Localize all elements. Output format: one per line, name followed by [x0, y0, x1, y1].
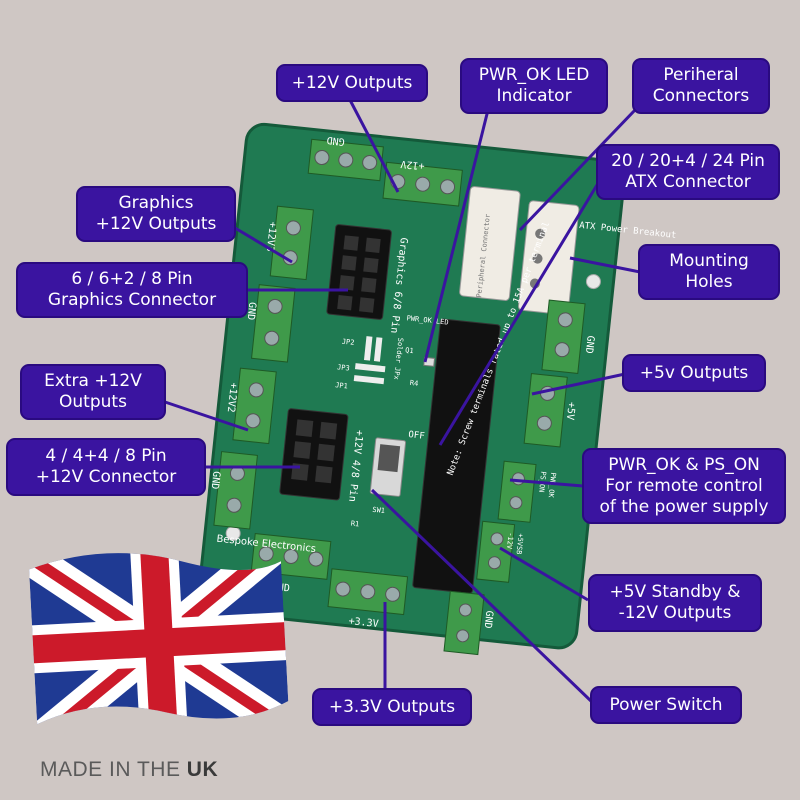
label-power-switch: Power Switch	[590, 686, 742, 724]
terminal-gnd-bottom-right	[443, 590, 485, 656]
silk-5v: +5V	[564, 401, 577, 420]
label-12v-outputs-text: +12V Outputs	[291, 72, 413, 93]
leader-lines	[164, 99, 641, 704]
peripheral-connectors	[459, 186, 580, 316]
leader-pwrok-pson	[509, 478, 584, 488]
atx-24pin-connector	[412, 318, 501, 594]
label-pwrok-pson: PWR_OK & PS_ON For remote control of the…	[582, 448, 786, 524]
silk-gnd-right: GND	[583, 335, 596, 354]
terminal-gnd-left	[251, 284, 296, 363]
label-5v-outputs: +5v Outputs	[622, 354, 766, 392]
leader-extra12	[164, 400, 249, 432]
silk-12v3: +12V3	[264, 221, 278, 252]
silk-sw1: SW1	[372, 506, 385, 515]
power-switch	[369, 437, 407, 497]
label-33v-outputs-text: +3.3V Outputs	[328, 696, 456, 717]
terminal-gnd-left-lower	[213, 451, 258, 530]
leader-mounting	[569, 256, 641, 274]
terminal-graphics-12v	[269, 205, 314, 281]
silk-gnd-top: GND	[326, 134, 345, 147]
label-extra12-line1: Extra +12V	[44, 371, 142, 391]
terminal-12v-top	[382, 161, 463, 207]
label-pwrok-pson-line2: For remote control	[605, 475, 763, 496]
solder-jumpers	[353, 336, 386, 385]
label-5v-outputs-text: +5v Outputs	[639, 362, 749, 383]
leader-power-switch	[370, 488, 594, 704]
label-peripheral-line2: Connectors	[652, 86, 750, 106]
made-in-prefix: MADE IN THE	[40, 758, 187, 781]
label-pwr-ok-led-line1: PWR_OK LED	[478, 65, 590, 85]
label-mounting-line2: Holes	[685, 272, 733, 292]
silk-r4: R4	[409, 379, 418, 388]
label-graphics-out-line2: +12V Outputs	[95, 214, 217, 234]
terminal-gnd-right	[541, 299, 586, 374]
label-graphics-conn-line1: 6 / 6+2 / 8 Pin	[71, 269, 193, 289]
pcb-board: GND +12V ATX Power Breakout Peripheral C…	[197, 122, 677, 656]
silk-jp2: JP2	[341, 338, 354, 347]
leader-5v	[531, 372, 626, 396]
silk-gnd-left-lower: GND	[209, 471, 222, 490]
label-atx-line2: ATX Connector	[625, 172, 751, 192]
leader-12v-outputs	[348, 99, 400, 193]
label-peripheral: Periheral Connectors	[632, 58, 770, 114]
silk-12v-top: +12V	[400, 158, 425, 171]
label-pwrok-pson-line3: of the power supply	[599, 496, 769, 517]
label-pwr-ok-led: PWR_OK LED Indicator	[460, 58, 608, 114]
label-atx-line1: 20 / 20+4 / 24 Pin	[611, 151, 765, 171]
label-conn12: 4 / 4+4 / 8 Pin +12V Connector	[6, 438, 206, 496]
label-extra12: Extra +12V Outputs	[20, 364, 166, 420]
made-in-uk-tagline: MADE IN THE UK	[40, 758, 218, 782]
silk-m12: -12V	[505, 532, 515, 550]
made-in-country: UK	[186, 758, 219, 781]
label-pwrok-pson-line1: PWR_OK & PS_ON	[608, 454, 760, 475]
label-standby-line2: -12V Outputs	[618, 603, 732, 623]
label-graphics-conn-line2: Graphics Connector	[47, 290, 217, 310]
silk-12v2: +12V2	[225, 382, 239, 413]
terminal-5v	[523, 373, 568, 448]
terminal-pwrok-pson	[497, 460, 537, 523]
label-extra12-line2: Outputs	[59, 392, 127, 412]
silk-pwr-ok: PWR_OK	[547, 472, 558, 499]
silk-r1: R1	[350, 520, 359, 529]
leader-graphics-out	[234, 226, 293, 264]
cpu-8pin-connector	[279, 408, 349, 501]
label-graphics-out: Graphics +12V Outputs	[76, 186, 236, 242]
union-flag	[28, 544, 290, 729]
silk-jp3: JP3	[337, 363, 350, 372]
label-graphics-conn: 6 / 6+2 / 8 Pin Graphics Connector	[16, 262, 248, 318]
label-conn12-line1: 4 / 4+4 / 8 Pin	[45, 446, 167, 466]
terminal-extra-12v	[232, 367, 277, 445]
label-mounting: Mounting Holes	[638, 244, 780, 300]
leader-peripheral	[518, 108, 637, 232]
label-standby: +5V Standby & -12V Outputs	[588, 574, 762, 632]
label-power-switch-text: Power Switch	[609, 694, 723, 715]
label-atx: 20 / 20+4 / 24 Pin ATX Connector	[596, 144, 780, 200]
label-peripheral-line1: Periheral	[663, 65, 739, 85]
label-conn12-line2: +12V Connector	[35, 467, 177, 487]
label-33v-outputs: +3.3V Outputs	[312, 688, 472, 726]
label-pwr-ok-led-line2: Indicator	[496, 86, 572, 106]
label-graphics-out-line1: Graphics	[118, 193, 194, 213]
silk-q1: Q1	[405, 346, 414, 355]
silk-off: OFF	[408, 430, 425, 442]
silk-33v: +3.3V	[348, 616, 379, 630]
silk-jp1: JP1	[335, 381, 348, 390]
label-standby-line1: +5V Standby &	[609, 582, 741, 602]
mounting-hole	[585, 274, 601, 290]
leader-atx	[438, 179, 602, 446]
terminal-3v3	[327, 568, 409, 616]
leader-standby	[499, 546, 589, 602]
label-mounting-line1: Mounting	[669, 251, 749, 271]
leader-pwr-ok-led	[423, 109, 490, 363]
silk-gnd-bottom-right: GND	[482, 610, 495, 629]
label-12v-outputs: +12V Outputs	[276, 64, 428, 102]
silk-5vsb: +5VSB	[515, 533, 525, 555]
graphics-8pin-connector	[326, 224, 392, 320]
